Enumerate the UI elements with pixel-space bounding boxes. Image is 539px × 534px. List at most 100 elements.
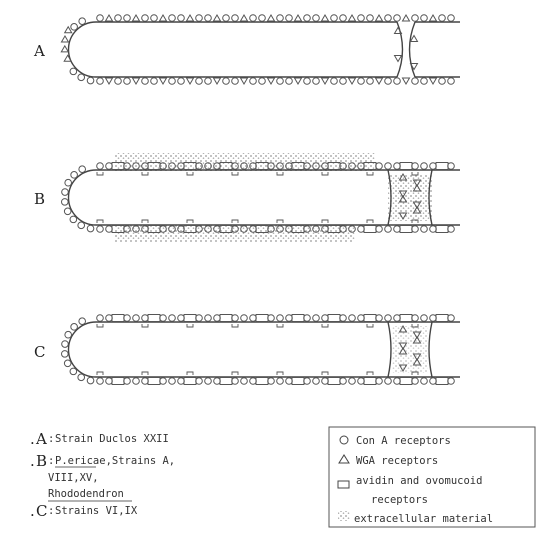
con-a-receptor xyxy=(340,315,347,322)
con-a-receptor xyxy=(250,15,257,22)
con-a-receptor xyxy=(71,172,78,179)
con-a-receptor xyxy=(304,15,311,22)
wga-receptor xyxy=(241,78,248,84)
con-a-receptor xyxy=(115,78,122,85)
con-a-receptor xyxy=(277,378,284,385)
wga-receptor xyxy=(268,78,275,84)
con-a-receptor xyxy=(277,15,284,22)
con-a-receptor xyxy=(394,78,401,85)
con-a-receptor xyxy=(160,378,167,385)
inner-receptor xyxy=(322,324,328,327)
inner-receptor xyxy=(187,324,193,327)
avidin-receptor xyxy=(364,226,376,233)
con-a-receptor xyxy=(151,15,158,22)
inner-receptor xyxy=(142,324,148,327)
con-a-receptor xyxy=(62,341,69,348)
legend-con-a: Con A receptors xyxy=(356,435,451,447)
avidin-receptor xyxy=(400,226,412,233)
septum-extracellular xyxy=(388,174,432,221)
inner-receptor xyxy=(367,172,373,175)
svg-text::: : xyxy=(48,505,54,517)
wga-receptor xyxy=(430,78,437,84)
con-a-receptor xyxy=(340,378,347,385)
legend: Con A receptors WGA receptors avidin and… xyxy=(329,427,535,527)
wga-receptor xyxy=(349,78,356,84)
con-a-receptor xyxy=(223,15,230,22)
con-a-receptor xyxy=(430,378,437,385)
con-a-receptor xyxy=(79,318,86,325)
con-a-receptor xyxy=(78,74,85,81)
con-a-receptor xyxy=(358,315,365,322)
con-a-receptor xyxy=(62,351,69,358)
panel-b-shapes xyxy=(62,153,460,242)
con-a-receptor xyxy=(232,315,239,322)
con-a-receptor xyxy=(358,226,365,233)
avidin-receptor xyxy=(256,315,268,322)
con-a-receptor xyxy=(304,315,311,322)
con-a-receptor xyxy=(394,378,401,385)
key-a-line-1: Strain Duclos XXII xyxy=(55,433,169,445)
inner-receptor xyxy=(142,172,148,175)
inner-receptor xyxy=(322,172,328,175)
hypha-left-cell-wall xyxy=(69,22,398,77)
avidin-receptor xyxy=(220,378,232,385)
strain-key: . A : Strain Duclos XXII . B : P.ericae,… xyxy=(30,430,175,520)
panel-b-label: B xyxy=(34,190,45,208)
inner-receptor xyxy=(322,220,328,223)
con-a-receptor xyxy=(106,315,113,322)
avidin-receptor xyxy=(184,378,196,385)
con-a-receptor xyxy=(268,315,275,322)
stipple-icon xyxy=(338,511,350,521)
con-a-receptor xyxy=(250,378,257,385)
inner-receptor xyxy=(142,372,148,375)
con-a-receptor xyxy=(97,226,104,233)
con-a-receptor xyxy=(205,78,212,85)
con-a-receptor xyxy=(214,378,221,385)
inner-receptor xyxy=(277,324,283,327)
key-b-line-3: Rhododendron xyxy=(48,488,124,500)
con-a-receptor xyxy=(169,78,176,85)
wga-receptor xyxy=(411,36,418,42)
legend-avidin: avidin and ovomucoid xyxy=(356,475,482,487)
key-b-line-2: VIII,XV, xyxy=(48,472,99,484)
con-a-receptor xyxy=(78,222,85,229)
wga-receptor xyxy=(214,78,221,84)
con-a-receptor xyxy=(70,368,77,375)
con-a-receptor xyxy=(87,77,94,84)
con-a-receptor xyxy=(304,78,311,85)
con-a-receptor xyxy=(214,315,221,322)
con-a-receptor xyxy=(241,378,248,385)
con-a-receptor xyxy=(268,378,275,385)
con-a-receptor xyxy=(385,378,392,385)
con-a-receptor xyxy=(142,15,149,22)
wga-receptor xyxy=(403,78,410,84)
panel-c-shapes xyxy=(62,315,460,385)
con-a-receptor xyxy=(376,315,383,322)
con-a-receptor xyxy=(349,378,356,385)
wga-receptor xyxy=(133,78,140,84)
inner-receptor xyxy=(97,220,103,223)
inner-receptor xyxy=(412,220,418,223)
hypha-left-cell-wall xyxy=(69,322,389,377)
inner-receptor xyxy=(367,372,373,375)
con-a-receptor xyxy=(124,15,131,22)
inner-receptor xyxy=(277,220,283,223)
inner-receptor xyxy=(97,324,103,327)
con-a-receptor xyxy=(65,179,72,186)
con-a-receptor xyxy=(97,315,104,322)
con-a-receptor xyxy=(124,78,131,85)
con-a-receptor xyxy=(394,226,401,233)
con-a-receptor xyxy=(79,166,86,173)
key-c-line-1: Strains VI,IX xyxy=(55,505,138,517)
wga-receptor xyxy=(395,56,402,62)
avidin-receptor xyxy=(256,378,268,385)
key-letter-a: A xyxy=(35,430,47,448)
avidin-receptor xyxy=(436,163,448,170)
svg-text:.: . xyxy=(30,502,35,520)
con-a-receptor xyxy=(385,163,392,170)
con-a-receptor xyxy=(87,225,94,232)
inner-receptor xyxy=(187,172,193,175)
wga-receptor xyxy=(160,78,167,84)
legend-wga: WGA receptors xyxy=(356,455,438,467)
con-a-receptor xyxy=(106,163,113,170)
